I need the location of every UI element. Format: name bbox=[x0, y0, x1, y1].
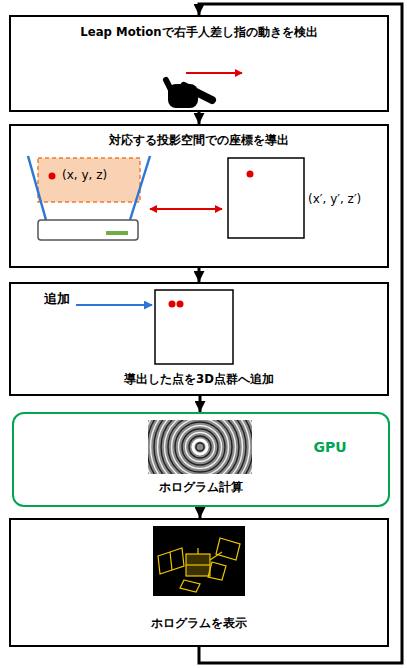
point-cloud bbox=[76, 290, 233, 364]
satellite-image bbox=[153, 526, 245, 596]
annotation-label: 追加 bbox=[44, 291, 70, 307]
fringe-ring bbox=[175, 422, 225, 472]
sensing-area bbox=[38, 158, 140, 202]
fringe-ring bbox=[154, 420, 246, 474]
gpu-box: ホログラム計算 GPU bbox=[12, 412, 390, 507]
fringe-ring bbox=[196, 443, 204, 451]
satellite-body bbox=[186, 554, 210, 576]
fringe-ring bbox=[148, 420, 252, 474]
step-label: ホログラムを表示 bbox=[17, 616, 381, 631]
device-led bbox=[106, 231, 128, 235]
point-space bbox=[155, 290, 233, 364]
step-label: Leap Motionで右手人差し指の動きを検出 bbox=[17, 25, 381, 40]
leap-device bbox=[38, 220, 138, 240]
fringe-ring bbox=[182, 429, 218, 465]
fringe-ring bbox=[165, 420, 236, 474]
step-label: 対応する投影空間での座標を導出 bbox=[17, 133, 381, 148]
fringe-ring bbox=[161, 420, 239, 474]
fringe-center bbox=[193, 440, 207, 454]
sensor-field bbox=[130, 156, 150, 220]
fringe-ring bbox=[151, 420, 250, 474]
fringe-ring bbox=[148, 420, 252, 474]
processor-label: GPU bbox=[300, 439, 360, 457]
add-arrow bbox=[76, 304, 152, 306]
flow-arrow bbox=[199, 507, 202, 518]
coordinate-label: (x, y, z) bbox=[62, 168, 107, 182]
body-line bbox=[186, 564, 210, 565]
image-ground bbox=[153, 526, 245, 596]
boom bbox=[210, 552, 222, 560]
sensor-field bbox=[28, 156, 46, 220]
point bbox=[169, 301, 176, 308]
index-finger bbox=[184, 86, 212, 100]
solar-panel bbox=[208, 562, 226, 580]
fringe-ring bbox=[186, 433, 215, 462]
fringe-ring bbox=[148, 420, 252, 474]
projection-space bbox=[228, 158, 304, 238]
flow-arrow bbox=[199, 396, 202, 412]
antenna bbox=[197, 548, 198, 554]
hand-icon bbox=[166, 73, 242, 108]
fringe-ring bbox=[148, 420, 252, 474]
fringe-ring bbox=[168, 420, 232, 474]
panel-line bbox=[170, 552, 172, 570]
solar-panel bbox=[158, 548, 184, 574]
fringe-ring bbox=[158, 420, 243, 474]
fringe-ring bbox=[148, 420, 252, 474]
process-box: Leap Motionで右手人差し指の動きを検出 bbox=[9, 15, 389, 112]
fringe-ring bbox=[189, 436, 211, 458]
fringe-ring bbox=[148, 420, 252, 474]
fringe-ring bbox=[193, 440, 208, 455]
process-box: ホログラムを表示 bbox=[9, 518, 389, 647]
mapping-arrow bbox=[150, 208, 222, 210]
fringe-ring bbox=[148, 420, 252, 474]
mapped-point bbox=[247, 171, 254, 178]
coordinate-label: (x′, y′, z′) bbox=[308, 192, 361, 206]
step-label: ホログラム計算 bbox=[20, 480, 382, 495]
fringe-ring bbox=[172, 420, 229, 474]
solar-panel bbox=[216, 538, 240, 560]
coordinate-mapping bbox=[28, 156, 304, 240]
step-label: 導出した点を3D点群へ追加 bbox=[17, 372, 381, 387]
fringe-ring bbox=[148, 420, 252, 474]
point bbox=[177, 301, 184, 308]
motion-arrow bbox=[186, 72, 242, 74]
thumb bbox=[166, 80, 171, 90]
flow-arrow bbox=[198, 268, 201, 282]
finger-point bbox=[49, 173, 56, 180]
pattern-ground bbox=[148, 420, 252, 474]
hologram-pattern bbox=[148, 420, 252, 474]
fringe-ring bbox=[179, 426, 222, 469]
solar-panel bbox=[180, 580, 200, 592]
flow-arrow bbox=[198, 112, 201, 124]
